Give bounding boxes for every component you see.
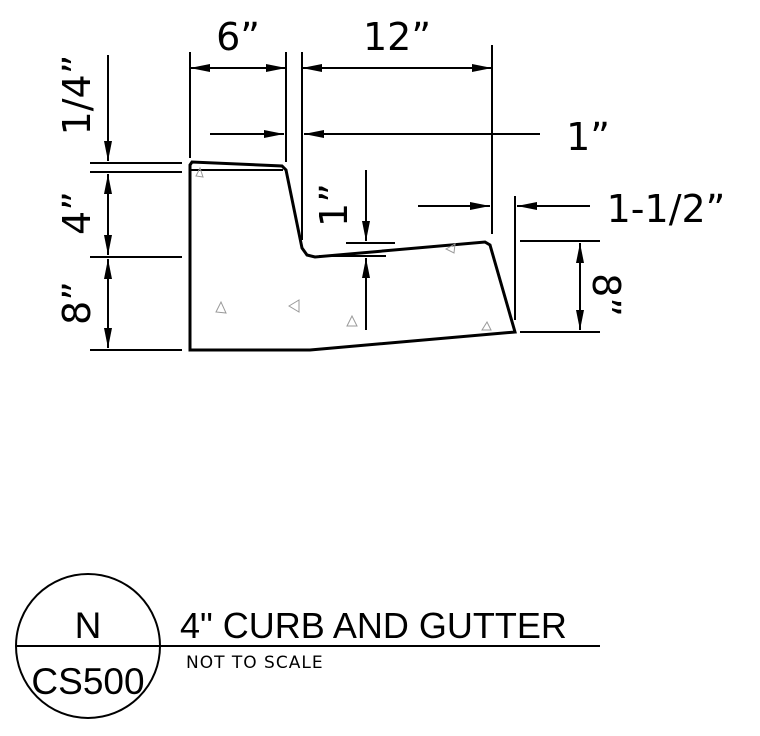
- detail-title: 4" CURB AND GUTTER: [180, 605, 567, 646]
- dim-lip-thickness: 1-1/2”: [607, 187, 726, 231]
- dim-gutter-depth: 8”: [584, 273, 628, 317]
- dim-curb-face: 4”: [55, 191, 99, 235]
- detail-id: N: [75, 605, 102, 646]
- extension-lines: [90, 45, 600, 351]
- dim-gutter-drop: 1”: [312, 183, 356, 227]
- dim-top-width: 6”: [216, 15, 260, 59]
- curb-outline: [188, 160, 517, 352]
- sheet-number: CS500: [31, 661, 144, 702]
- dim-curb-base: 8”: [55, 281, 99, 325]
- concrete-hatch: [195, 166, 492, 331]
- scale-note: NOT TO SCALE: [186, 653, 324, 673]
- dim-top-slope: 1/4”: [55, 55, 99, 136]
- detail-callout-bubble: N CS500: [15, 573, 161, 719]
- dimension-lines: [104, 55, 590, 348]
- dim-lip-offset: 1”: [566, 115, 610, 159]
- dim-gutter-width: 12”: [363, 15, 431, 59]
